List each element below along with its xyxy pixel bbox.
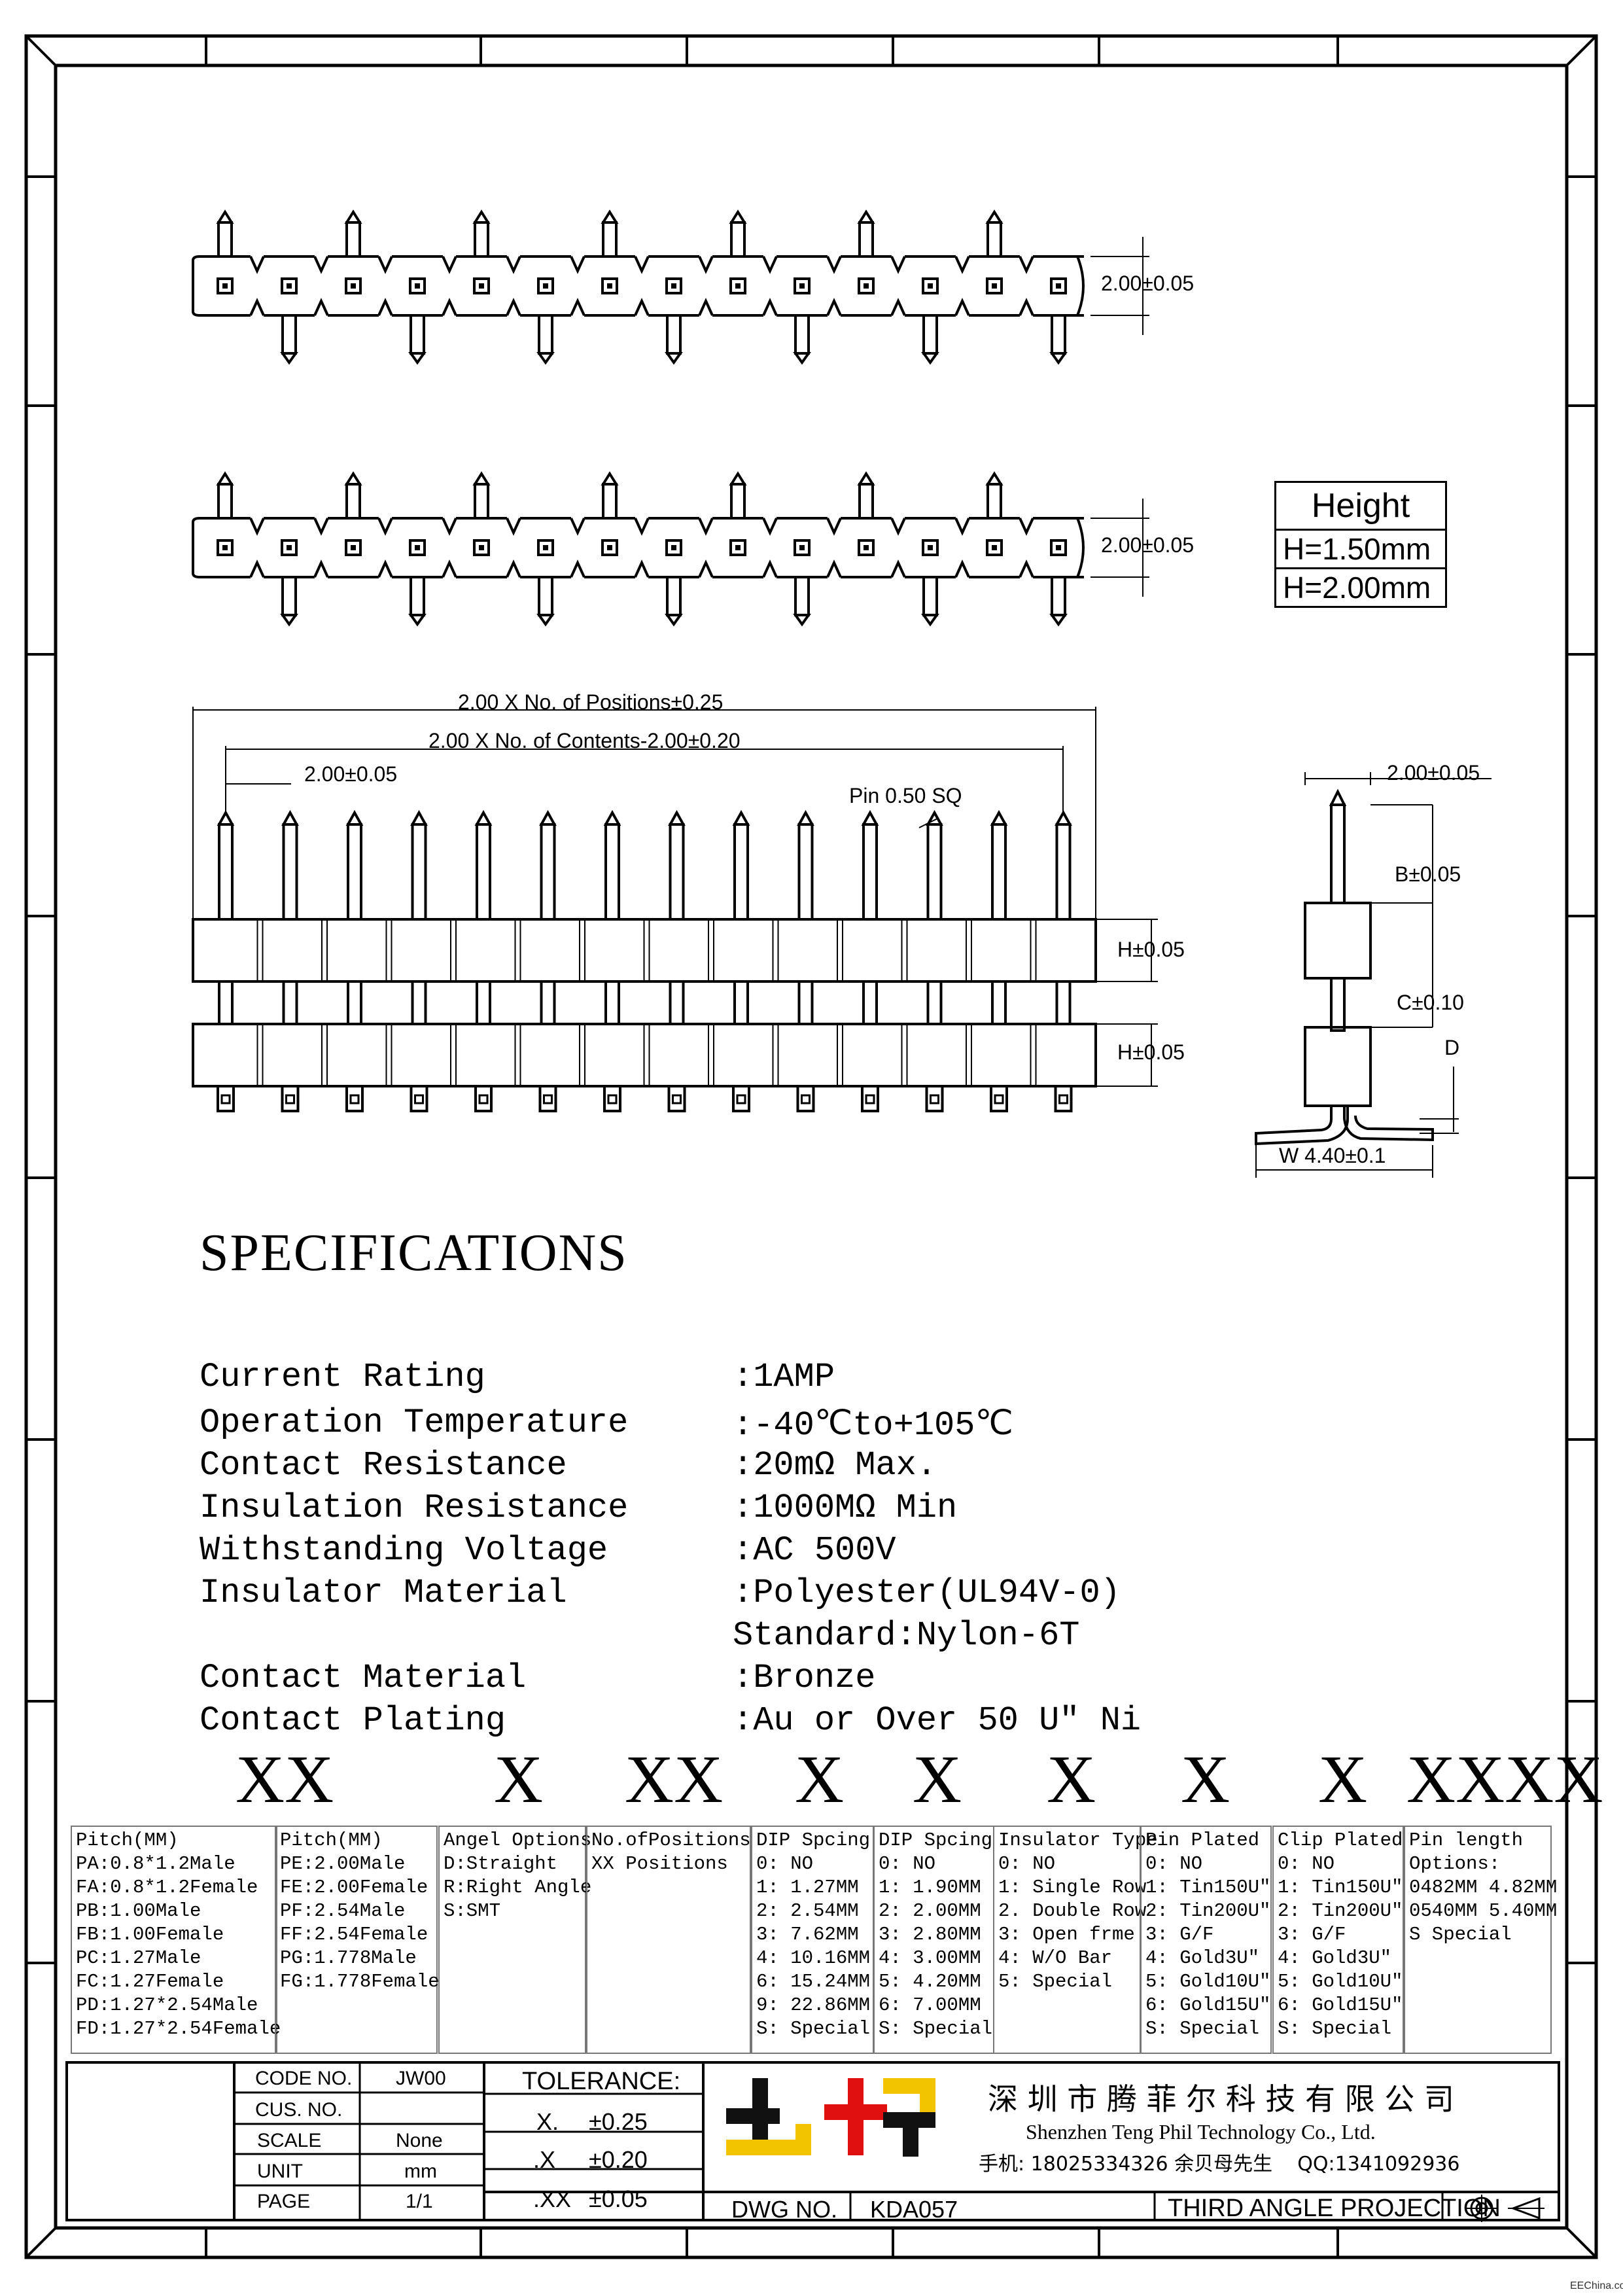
code-segment: X xyxy=(1181,1742,1230,1817)
option-box xyxy=(1404,1826,1552,2054)
spec-label: Insulator Material xyxy=(200,1574,567,1612)
dim-pitch: 2.00±0.05 xyxy=(304,762,398,786)
code-segment: X xyxy=(913,1742,962,1817)
side-dim-w: W 4.40±0.1 xyxy=(1279,1144,1386,1167)
tol-x2-label: .XX xyxy=(533,2185,572,2212)
option-list: Pitch(MM) PA:0.8*1.2Male FA:0.8*1.2Femal… xyxy=(76,1829,281,2040)
spec-value: :Au or Over 50 U" Ni xyxy=(733,1701,1142,1740)
option-list: Insulator Type 0: NO 1: Single Row 2. Do… xyxy=(998,1829,1158,1992)
spec-label: Operation Temperature xyxy=(200,1404,629,1442)
side-dim-c: C±0.10 xyxy=(1397,991,1464,1014)
header-front-view xyxy=(192,707,1158,1112)
option-list: Angel Options D:Straight R:Right Angle S… xyxy=(444,1829,592,1922)
projection-label: THIRD ANGLE PROJECTION xyxy=(1168,2195,1501,2222)
dim-height-2: 2.00±0.05 xyxy=(1101,533,1195,557)
option-list: Pitch(MM) PE:2.00Male FE:2.00Female PF:2… xyxy=(280,1829,440,1992)
tol-x1-label: .X xyxy=(533,2146,556,2173)
company-name-en: Shenzhen Teng Phil Technology Co., Ltd. xyxy=(1026,2120,1376,2144)
code-segment: XX xyxy=(236,1742,334,1817)
option-box xyxy=(1272,1826,1404,2054)
scale-label: SCALE xyxy=(257,2130,322,2151)
dim-h-upper: H±0.05 xyxy=(1117,938,1185,961)
watermark: EEChina.com xyxy=(1570,2280,1623,2291)
dim-h-lower: H±0.05 xyxy=(1117,1040,1185,1064)
spec-label: Withstanding Voltage xyxy=(200,1531,608,1570)
dim-positions: 2.00 X No. of Positions±0.25 xyxy=(458,690,724,714)
unit-label: UNIT xyxy=(257,2161,303,2182)
company-logo xyxy=(726,2078,935,2157)
scale-value: None xyxy=(396,2130,443,2151)
header-top-view-2 xyxy=(192,471,1149,627)
height-option-2: H=2.00mm xyxy=(1283,571,1431,605)
code-segment: XX xyxy=(625,1742,724,1817)
option-box xyxy=(1140,1826,1272,2054)
spec-value: :20mΩ Max. xyxy=(733,1446,937,1485)
title-block xyxy=(65,2061,1560,2221)
dwg-no-value: KDA057 xyxy=(870,2196,958,2223)
spec-label: Contact Resistance xyxy=(200,1446,567,1485)
option-box xyxy=(275,1826,438,2054)
option-list: DIP Spcing 0: NO 1: 1.27MM 2: 2.54MM 3: … xyxy=(756,1829,871,2040)
spec-label: Contact Plating xyxy=(200,1701,506,1740)
option-list: DIP Spcing 0: NO 1: 1.90MM 2: 2.00MM 3: … xyxy=(879,1829,993,2040)
spec-value: :-40℃to+105℃ xyxy=(733,1406,1013,1445)
company-contact: 手机: 18025334326 余贝母先生 QQ:1341092936 xyxy=(979,2153,1460,2176)
spec-value: :Polyester(UL94V-0) xyxy=(733,1574,1121,1612)
header-side-view xyxy=(1255,772,1492,1178)
tolerance-label: TOLERANCE: xyxy=(522,2068,681,2095)
spec-value: :AC 500V xyxy=(733,1531,896,1570)
tol-x1-value: ±0.20 xyxy=(589,2146,648,2173)
spec-value: Standard:Nylon-6T xyxy=(733,1616,1080,1655)
spec-value: :Bronze xyxy=(733,1659,876,1697)
side-dim-top: 2.00±0.05 xyxy=(1387,761,1480,785)
height-table: Height H=1.50mm H=2.00mm xyxy=(1274,481,1447,608)
option-list: Pin length Options: 0482MM 4.82MM 0540MM… xyxy=(1409,1829,1558,1945)
dim-pin-size: Pin 0.50 SQ xyxy=(849,784,962,807)
specifications-title: SPECIFICATIONS xyxy=(200,1224,628,1282)
code-segment: X xyxy=(1318,1742,1368,1817)
dwg-no-label: DWG NO. xyxy=(731,2196,837,2223)
option-box xyxy=(438,1826,586,2054)
option-list: Clip Plated 0: NO 1: Tin150U" 2: Tin200U… xyxy=(1278,1829,1403,2040)
tol-x-value: ±0.25 xyxy=(589,2108,648,2135)
page-value: 1/1 xyxy=(406,2191,433,2212)
header-top-view-1 xyxy=(192,209,1149,365)
tol-x2-value: ±0.05 xyxy=(589,2185,648,2212)
code-segment: XXXX xyxy=(1406,1742,1603,1817)
side-dim-d: D xyxy=(1444,1036,1460,1059)
spec-value: :1000MΩ Min xyxy=(733,1489,958,1527)
option-list: Pin Plated 0: NO 1: Tin150U" 2: Tin200U"… xyxy=(1145,1829,1271,2040)
unit-value: mm xyxy=(404,2161,437,2182)
code-segment: X xyxy=(1047,1742,1096,1817)
spec-value: :1AMP xyxy=(733,1358,835,1396)
dim-contents: 2.00 X No. of Contents-2.00±0.20 xyxy=(428,729,741,752)
company-name-cn: 深 圳 市 腾 菲 尔 科 技 有 限 公 司 xyxy=(988,2081,1454,2117)
projection-symbol-icon xyxy=(1466,2195,1544,2222)
dim-height-1: 2.00±0.05 xyxy=(1101,272,1195,295)
page-label: PAGE xyxy=(257,2191,311,2212)
tol-x-label: X. xyxy=(536,2108,559,2135)
cus-no-label: CUS. NO. xyxy=(255,2099,343,2121)
option-list: No.ofPositions XX Positions xyxy=(591,1829,751,1875)
height-option-1: H=1.50mm xyxy=(1276,531,1445,569)
spec-label: Current Rating xyxy=(200,1358,485,1396)
title-block-grid xyxy=(233,2061,1560,2221)
code-segment: X xyxy=(795,1742,845,1817)
code-no-label: CODE NO. xyxy=(255,2068,353,2089)
option-box xyxy=(586,1826,751,2054)
height-table-title: Height xyxy=(1276,483,1445,531)
spec-label: Contact Material xyxy=(200,1659,527,1697)
code-segment: X xyxy=(494,1742,544,1817)
side-dim-b: B±0.05 xyxy=(1395,862,1461,886)
spec-label: Insulation Resistance xyxy=(200,1489,629,1527)
option-box xyxy=(71,1826,277,2054)
code-no-value: JW00 xyxy=(396,2068,446,2089)
